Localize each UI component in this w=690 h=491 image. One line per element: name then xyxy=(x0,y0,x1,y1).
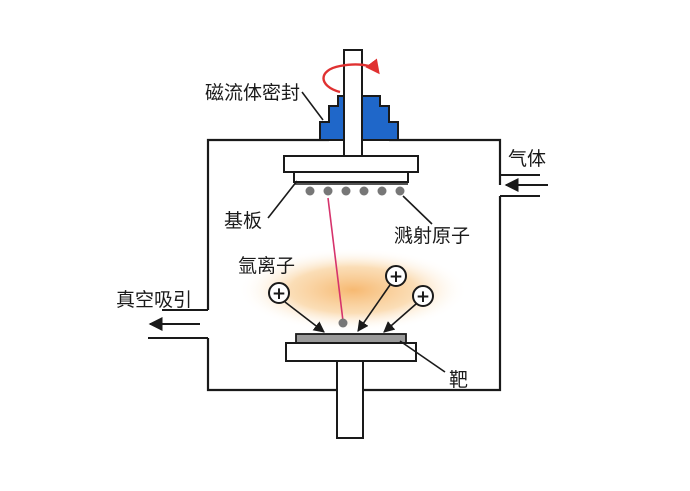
label-gas: 气体 xyxy=(508,148,546,170)
label-vacuum-pump: 真空吸引 xyxy=(116,289,192,311)
sputtered-atoms-row xyxy=(305,186,405,196)
lower-shaft xyxy=(336,360,364,439)
sputtered-atom xyxy=(341,186,351,196)
ion-symbol: + xyxy=(389,267,403,287)
ion-symbol: + xyxy=(272,284,286,304)
target-plate xyxy=(295,333,407,344)
leader-target xyxy=(399,340,446,373)
sputtered-atom xyxy=(359,186,369,196)
upper-shaft xyxy=(343,49,363,161)
leader-ferrofluid xyxy=(301,91,324,121)
rotation-arrow xyxy=(322,58,380,94)
sputtered-atom xyxy=(323,186,333,196)
chamber-wall-right-lower xyxy=(363,196,502,392)
label-ferrofluid-seal: 磁流体密封 xyxy=(205,82,300,104)
label-target: 靶 xyxy=(449,369,468,391)
label-substrate: 基板 xyxy=(224,210,262,232)
label-argon-ions: 氩离子 xyxy=(238,255,295,277)
substrate-plate xyxy=(293,171,409,183)
target-holder xyxy=(285,342,417,362)
ion-path xyxy=(357,284,391,332)
sputtered-atom xyxy=(395,186,405,196)
argon-ion: + xyxy=(385,265,407,287)
chamber-wall xyxy=(206,138,329,310)
argon-ion: + xyxy=(412,285,434,307)
ion-symbol: + xyxy=(416,287,430,307)
leader-atoms xyxy=(402,195,433,225)
ejected-atom xyxy=(338,318,348,328)
label-sputtered-atoms: 溅射原子 xyxy=(394,225,470,247)
argon-ion: + xyxy=(268,282,290,304)
atom-trajectory xyxy=(327,197,344,322)
ion-path xyxy=(383,303,417,333)
chamber-wall-left-lower xyxy=(206,338,337,392)
chamber-wall-right xyxy=(389,138,502,185)
ion-path xyxy=(284,301,325,333)
sputtered-atom xyxy=(305,186,315,196)
substrate-holder xyxy=(283,155,419,173)
sputtered-atom xyxy=(377,186,387,196)
leader-substrate xyxy=(267,180,298,219)
